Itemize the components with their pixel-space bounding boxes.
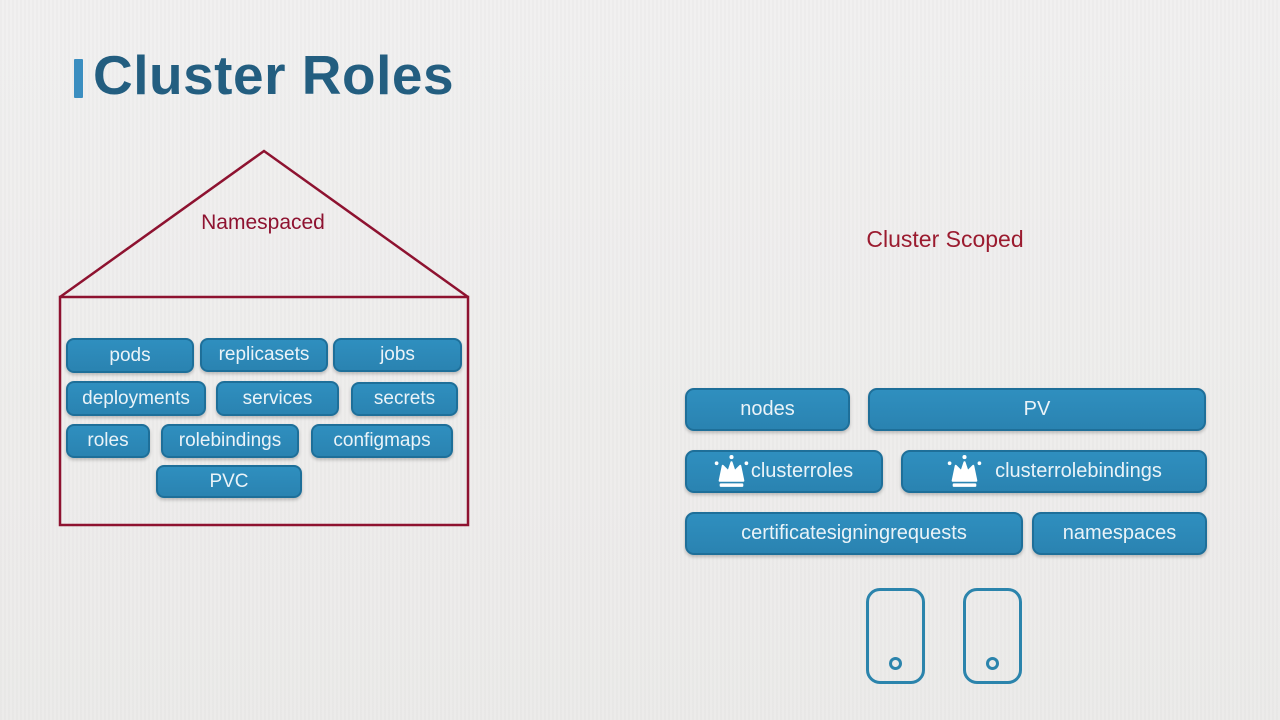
namespaced-btn-deployments: deployments: [66, 381, 206, 416]
cluster-btn-label: PV: [1023, 398, 1051, 420]
door-icon: [866, 588, 925, 684]
cluster-scoped-heading: Cluster Scoped: [866, 226, 1024, 252]
title-block: Cluster Roles: [74, 44, 454, 106]
cluster-btn-pv: PV: [868, 388, 1206, 431]
cluster-btn-clusterroles: clusterroles: [685, 450, 883, 493]
namespaced-btn-replicasets: replicasets: [200, 338, 328, 372]
namespaced-btn-configmaps: configmaps: [311, 424, 453, 458]
cluster-btn-label: clusterroles: [750, 460, 854, 482]
crown-icon: [947, 455, 982, 487]
door-icon: [963, 588, 1022, 684]
door-knob: [888, 657, 902, 670]
crown-icon: [714, 455, 749, 487]
cluster-btn-label: nodes: [740, 398, 795, 420]
namespaced-btn-secrets: secrets: [351, 382, 458, 416]
cluster-btn-certificatesigningrequests: certificatesigningrequests: [685, 512, 1023, 555]
namespaced-btn-services: services: [216, 381, 339, 416]
door-knob: [985, 657, 999, 670]
namespaced-btn-pods: pods: [66, 338, 194, 373]
page-title: Cluster Roles: [93, 44, 455, 106]
namespaced-btn-rolebindings: rolebindings: [161, 424, 299, 458]
namespaced-btn-roles: roles: [66, 424, 150, 458]
cluster-btn-clusterrolebindings: clusterrolebindings: [901, 450, 1207, 493]
namespaced-heading: Namespaced: [201, 211, 325, 234]
cluster-btn-label: namespaces: [1062, 522, 1177, 544]
cluster-btn-label: certificatesigningrequests: [741, 522, 967, 544]
namespaced-btn-jobs: jobs: [333, 338, 462, 372]
namespaced-btn-pvc: PVC: [156, 465, 302, 498]
cluster-btn-label: clusterrolebindings: [995, 460, 1162, 482]
cluster-btn-namespaces: namespaces: [1032, 512, 1207, 555]
cluster-btn-nodes: nodes: [685, 388, 850, 431]
title-accent-bar: [74, 59, 83, 98]
